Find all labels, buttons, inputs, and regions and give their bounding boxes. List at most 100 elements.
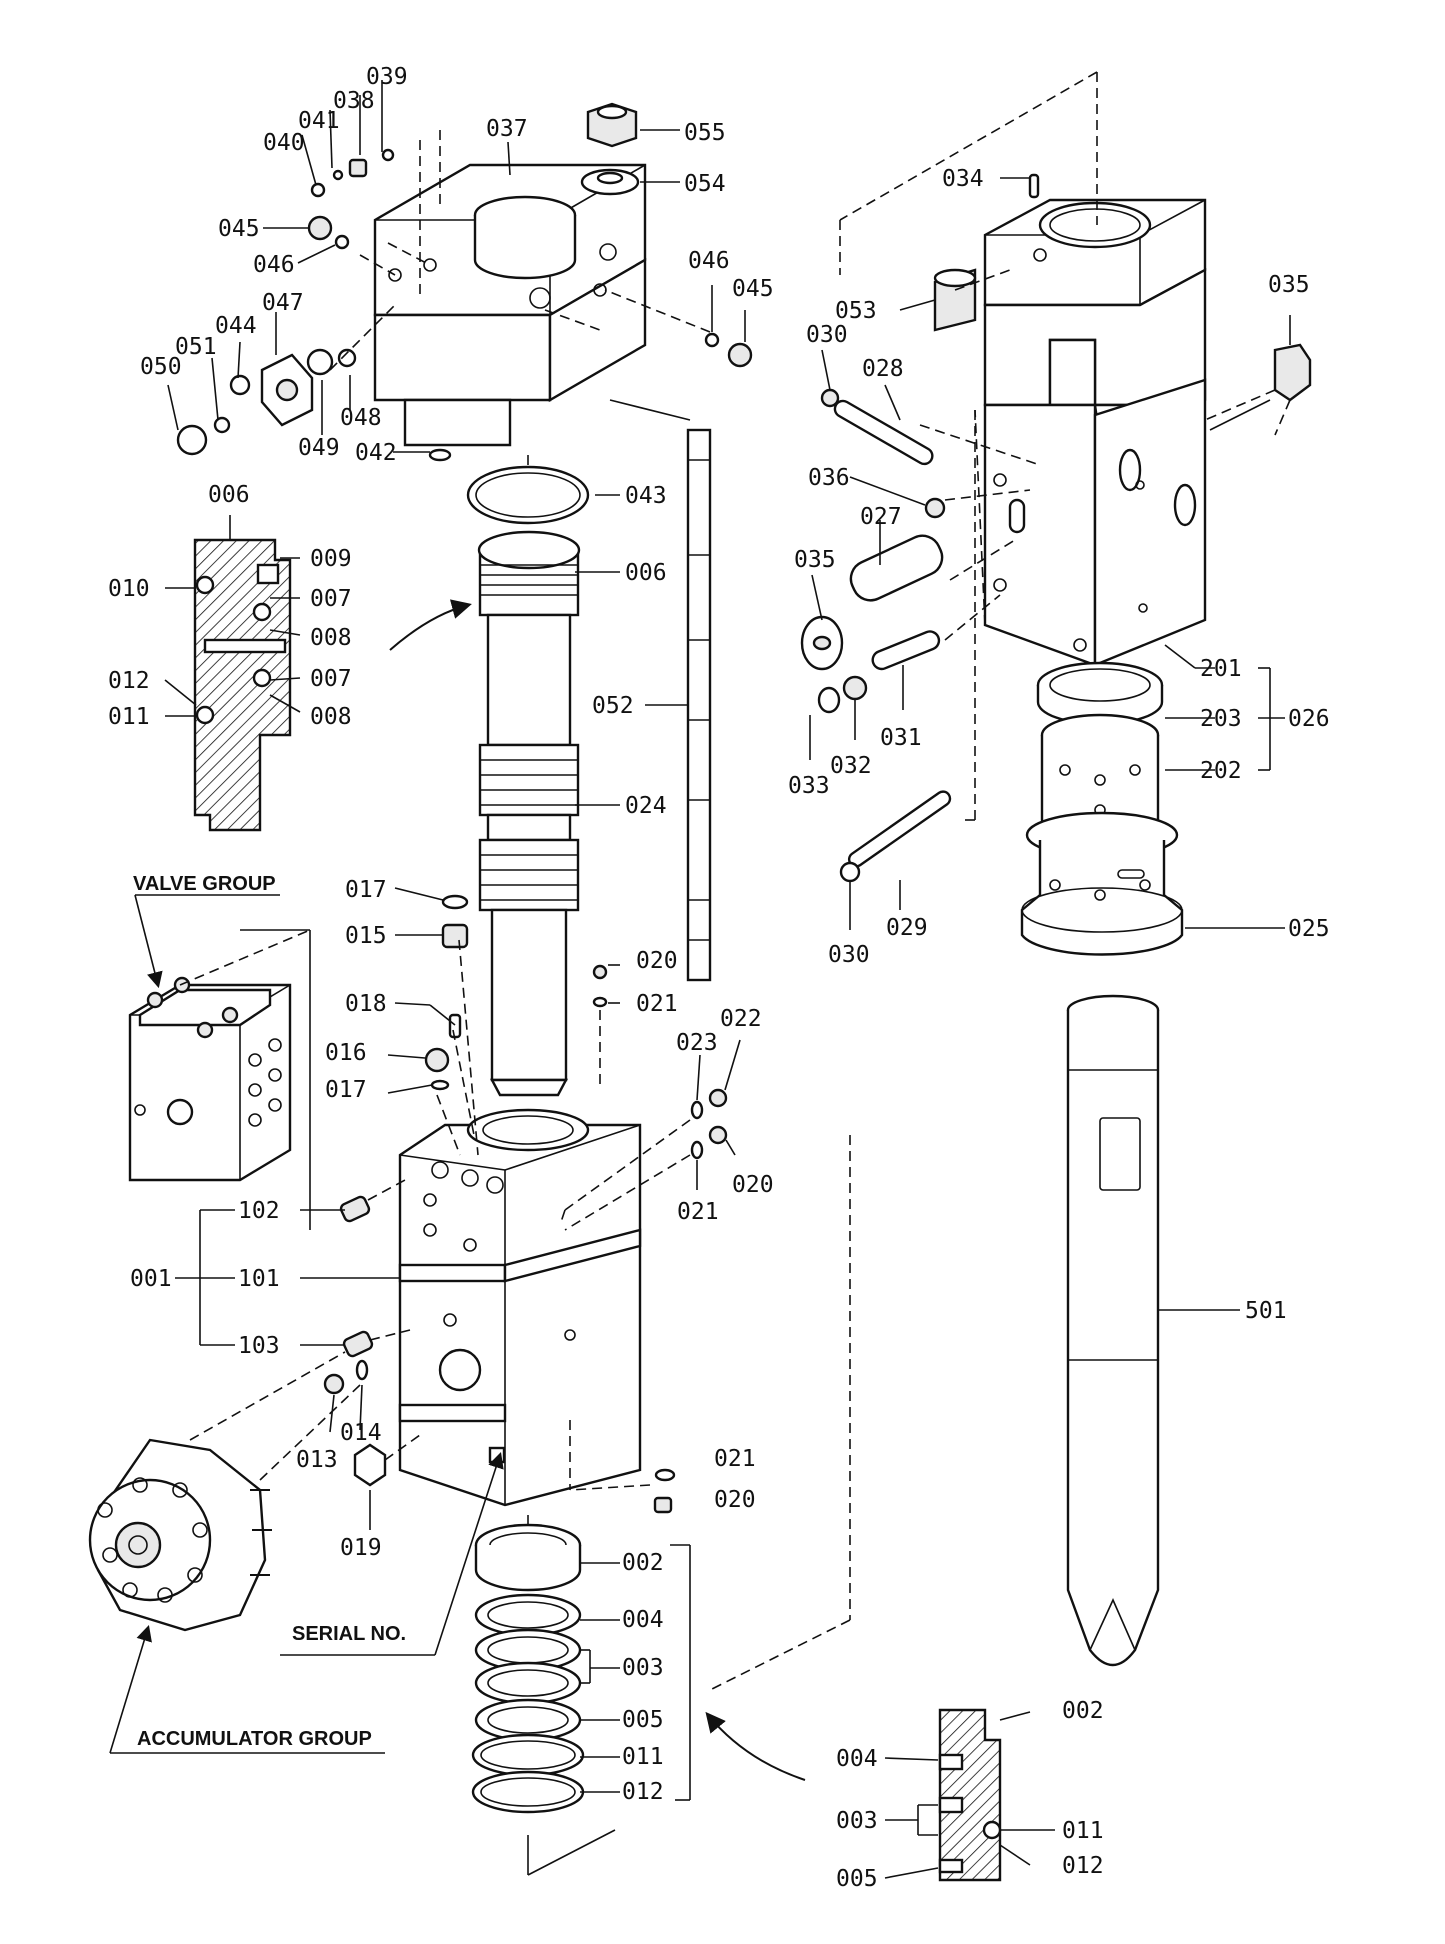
part-label: 012 — [108, 668, 150, 694]
part-label: 004 — [622, 1607, 664, 1633]
part-label: 039 — [366, 64, 408, 90]
accumulator-group-caption: ACCUMULATOR GROUP — [137, 1728, 372, 1750]
part-label: 050 — [140, 354, 182, 380]
cross-section-002 — [938, 1708, 1002, 1882]
head-block-037 — [373, 163, 647, 447]
part-label: 040 — [263, 130, 305, 156]
part-label: 006 — [208, 482, 250, 508]
part-label: 010 — [108, 576, 150, 602]
part-label: 029 — [886, 915, 928, 941]
part-label: 042 — [355, 440, 397, 466]
part-label: 012 — [1062, 1853, 1104, 1879]
part-label: 020 — [636, 948, 678, 974]
body-fittings — [323, 894, 728, 1514]
part-label: 046 — [688, 248, 730, 274]
part-label: 007 — [310, 586, 352, 612]
part-label: 053 — [835, 298, 877, 324]
part-label: 036 — [808, 465, 850, 491]
bushings-202-203-025 — [1020, 661, 1184, 956]
part-label: 051 — [175, 334, 217, 360]
part-label: 102 — [238, 1198, 280, 1224]
part-label: 501 — [1245, 1298, 1287, 1324]
part-label: 024 — [625, 793, 667, 819]
part-label: 002 — [1062, 1698, 1104, 1724]
part-label: 016 — [325, 1040, 367, 1066]
leader-lines — [109, 71, 1291, 1879]
cross-section-006 — [193, 538, 292, 832]
part-label: 038 — [333, 88, 375, 114]
part-label: 035 — [1268, 272, 1310, 298]
part-label: 054 — [684, 171, 726, 197]
lower-seal-stack — [471, 1523, 585, 1814]
chisel-501 — [1066, 994, 1160, 1667]
part-label: 015 — [345, 923, 387, 949]
part-label: 033 — [788, 773, 830, 799]
part-label: 049 — [298, 435, 340, 461]
part-label: 041 — [298, 108, 340, 134]
part-label: 018 — [345, 991, 387, 1017]
part-label: 013 — [296, 1447, 338, 1473]
serial-no-caption: SERIAL NO. — [292, 1623, 406, 1645]
through-bolt-052 — [686, 428, 712, 982]
part-label: 030 — [806, 322, 848, 348]
part-label: 025 — [1288, 916, 1330, 942]
part-label: 012 — [622, 1779, 664, 1805]
part-label: 032 — [830, 753, 872, 779]
part-label: 001 — [130, 1266, 172, 1292]
part-label: 019 — [340, 1535, 382, 1561]
part-label: 020 — [714, 1487, 756, 1513]
part-label: 021 — [714, 1446, 756, 1472]
part-label: 023 — [676, 1030, 718, 1056]
part-label: 017 — [325, 1077, 367, 1103]
part-label: 052 — [592, 693, 634, 719]
fittings-038-041 — [176, 148, 753, 462]
part-label: 004 — [836, 1746, 878, 1772]
part-label: 035 — [794, 547, 836, 573]
nut-055-washer-054 — [580, 102, 640, 196]
part-label: 005 — [836, 1866, 878, 1892]
part-label: 034 — [942, 166, 984, 192]
part-label: 005 — [622, 1707, 664, 1733]
part-label: 002 — [622, 1550, 664, 1576]
front-head-201 — [983, 173, 1207, 667]
part-label: 021 — [636, 991, 678, 1017]
part-label: 011 — [622, 1744, 664, 1770]
part-label: 014 — [340, 1420, 382, 1446]
part-label: 026 — [1288, 706, 1330, 732]
part-label: 047 — [262, 290, 304, 316]
front-head-pins — [800, 268, 1312, 883]
part-label: 048 — [340, 405, 382, 431]
cylinder-006-024 — [477, 530, 581, 1097]
part-label: 055 — [684, 120, 726, 146]
part-label: 037 — [486, 116, 528, 142]
part-label: 011 — [1062, 1818, 1104, 1844]
part-label: 017 — [345, 877, 387, 903]
accumulator-group — [88, 1438, 272, 1632]
part-label: 043 — [625, 483, 667, 509]
part-label: 031 — [880, 725, 922, 751]
part-label: 009 — [310, 546, 352, 572]
valve-group-block — [128, 976, 292, 1182]
part-label: 008 — [310, 704, 352, 730]
part-label: 030 — [828, 942, 870, 968]
valve-group-caption: VALVE GROUP — [133, 873, 276, 895]
part-label: 201 — [1200, 656, 1242, 682]
part-label: 008 — [310, 625, 352, 651]
part-label: 045 — [218, 216, 260, 242]
part-label: 202 — [1200, 758, 1242, 784]
part-label: 044 — [215, 313, 257, 339]
part-label: 003 — [622, 1655, 664, 1681]
part-label: 022 — [720, 1006, 762, 1032]
part-number-labels: 039 038 041 040 037 055 054 045 046 047 … — [108, 64, 1330, 1892]
part-label: 007 — [310, 666, 352, 692]
part-label: 101 — [238, 1266, 280, 1292]
part-label: 006 — [625, 560, 667, 586]
part-label: 003 — [836, 1808, 878, 1834]
part-label: 021 — [677, 1199, 719, 1225]
part-label: 045 — [732, 276, 774, 302]
part-label: 027 — [860, 504, 902, 530]
part-label: 046 — [253, 252, 295, 278]
part-label: 028 — [862, 356, 904, 382]
seal-ring-043 — [466, 465, 590, 525]
